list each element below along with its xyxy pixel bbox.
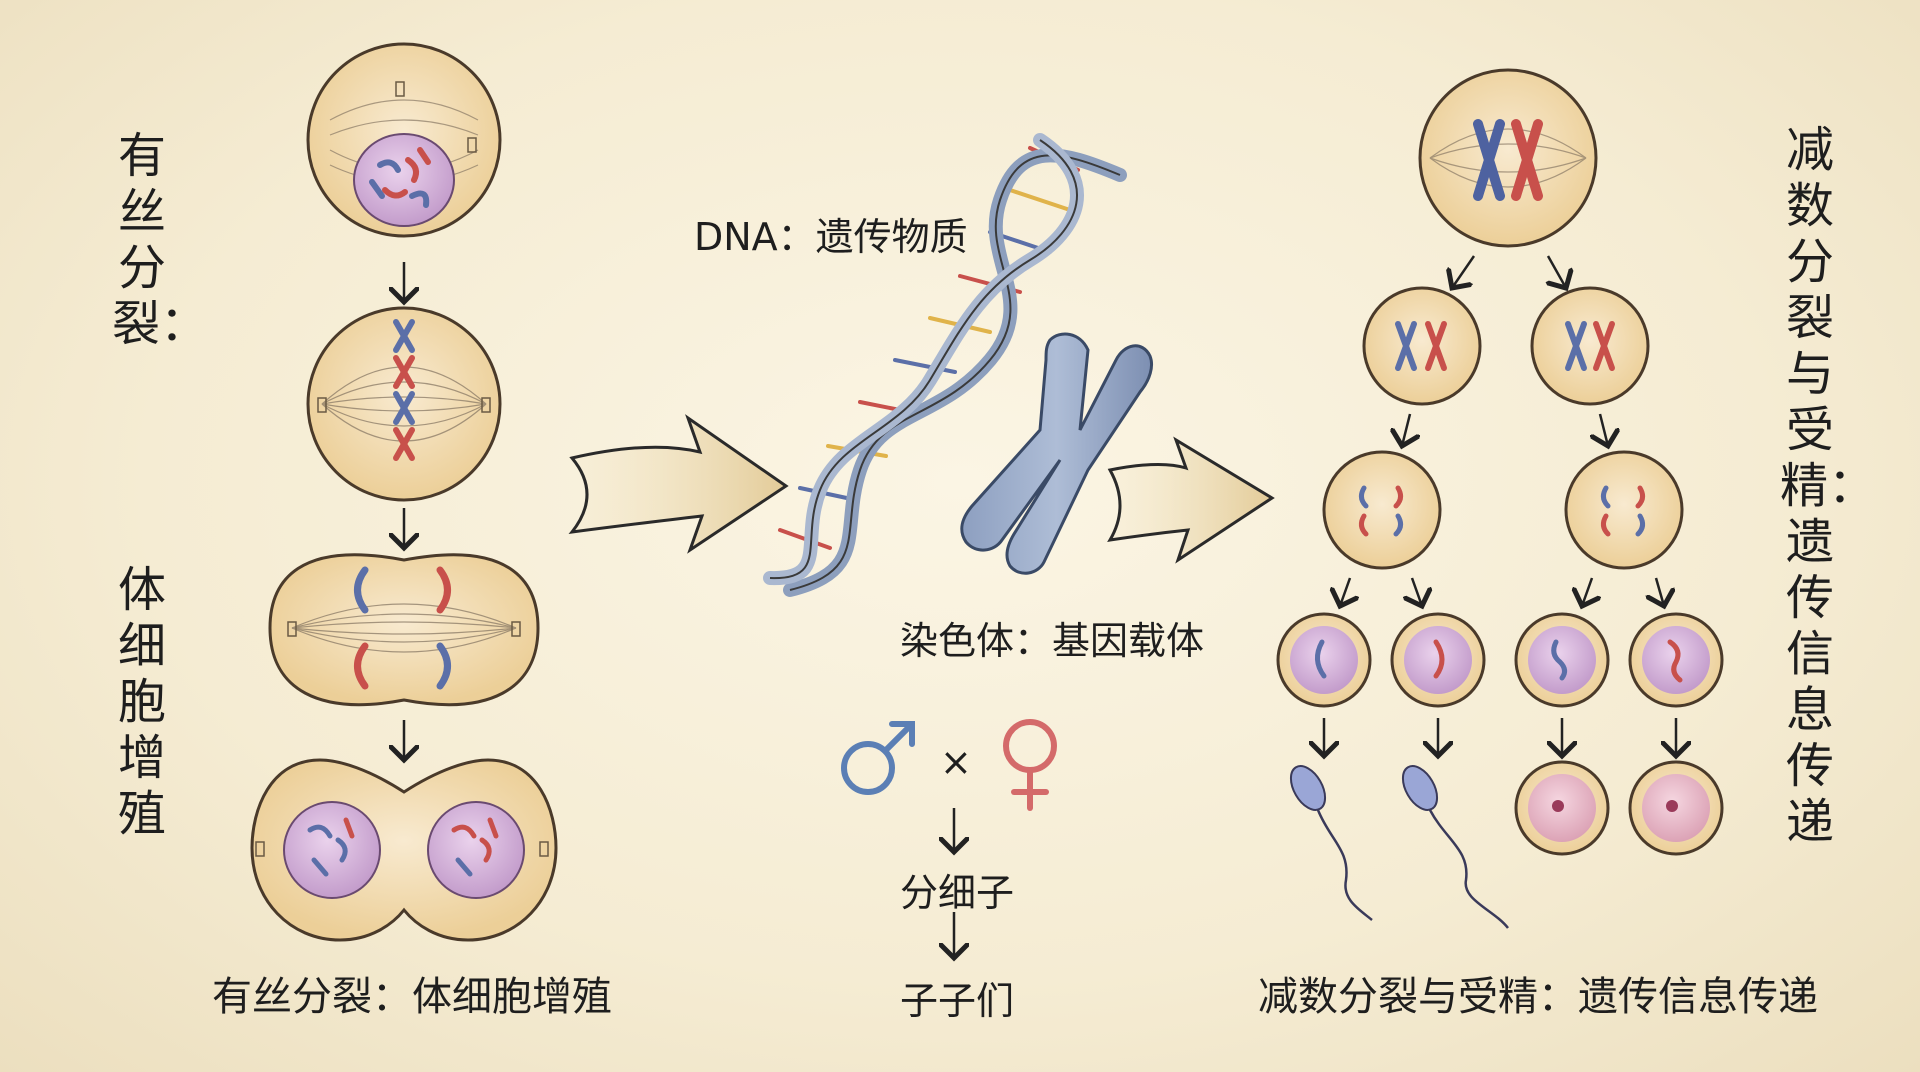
chromosome-label: 染色体：基因载体 xyxy=(900,619,1205,663)
female-symbol-icon xyxy=(1003,719,1057,811)
offspring-step-1: 分细子 xyxy=(900,871,1015,915)
left-caption: 有丝分裂：体细胞增殖 xyxy=(212,974,612,1020)
cross-symbol: × xyxy=(940,740,972,784)
meiosis-i-left-cell xyxy=(1362,286,1482,406)
transition-arrow-right xyxy=(1107,436,1275,564)
right-caption: 减数分裂与受精：遗传信息传递 xyxy=(1258,974,1818,1020)
right-vertical-title: 减数分裂与受精：遗传信息传递 xyxy=(1780,122,1877,850)
egg-cell xyxy=(1514,760,1610,856)
dna-label: DNA：遗传物质 xyxy=(694,215,968,259)
chromosome-shape xyxy=(960,332,1154,575)
meiosis-i-right-cell xyxy=(1530,286,1650,406)
mitosis-prophase-cell xyxy=(306,42,502,238)
dna-double-helix xyxy=(763,133,1127,597)
egg-cell xyxy=(1628,760,1724,856)
gamete-cell xyxy=(1276,612,1372,708)
offspring-step-2: 子子们 xyxy=(900,979,1015,1023)
gamete-cell xyxy=(1514,612,1610,708)
male-symbol-icon xyxy=(841,721,915,795)
gamete-cell xyxy=(1390,612,1486,708)
left-vertical-title: 有丝分裂： xyxy=(112,128,209,352)
transition-arrow-left xyxy=(568,414,789,554)
mitosis-metaphase-cell xyxy=(306,306,502,502)
sperm-cell xyxy=(1401,765,1509,929)
meiosis-ii-right-cell xyxy=(1564,450,1684,570)
meiosis-parent-cell xyxy=(1418,68,1598,248)
sperm-cell xyxy=(1289,765,1373,921)
mitosis-telophase-cell xyxy=(250,758,558,942)
mitosis-anaphase-cell xyxy=(268,553,540,707)
meiosis-ii-left-cell xyxy=(1322,450,1442,570)
left-vertical-subtitle: 体细胞增殖 xyxy=(117,562,166,842)
gamete-cell xyxy=(1628,612,1724,708)
